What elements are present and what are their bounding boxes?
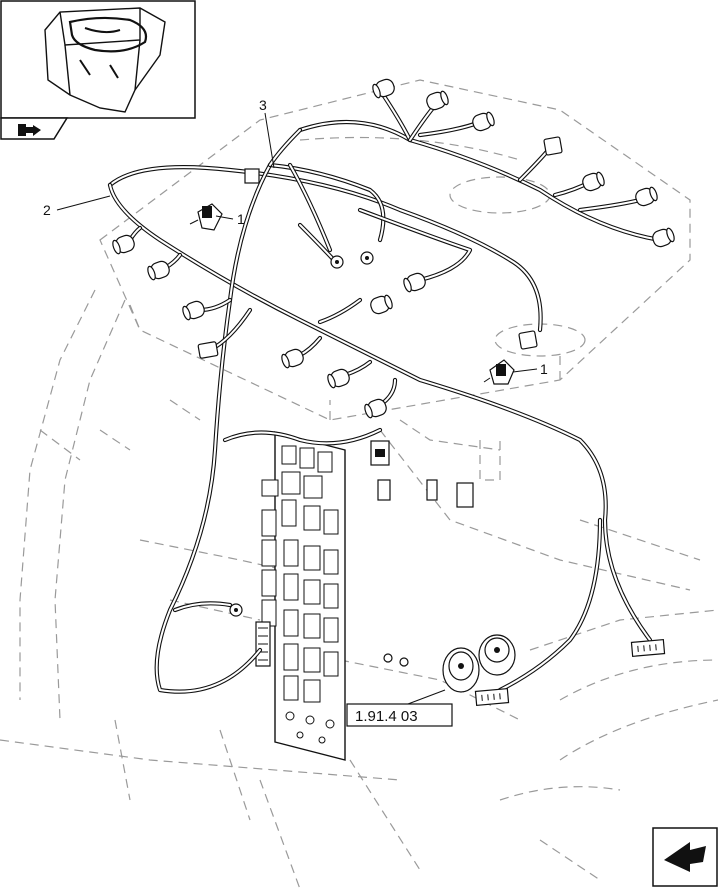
callout-item-1-lower: 1: [540, 361, 548, 377]
callout-item-1-upper: 1: [237, 211, 245, 227]
callout-item-2: 2: [43, 202, 51, 218]
callout-item-3: 3: [259, 97, 267, 113]
previous-page-arrow-icon[interactable]: [0, 117, 69, 140]
reference-label: 1.91.4 03: [355, 708, 418, 725]
reference-box[interactable]: 1.91.4 03: [346, 703, 453, 727]
cab-frame-outline: [0, 79, 718, 889]
switch-lower[interactable]: [483, 359, 515, 385]
cab-overview-thumbnail[interactable]: [0, 0, 196, 119]
fuse-relay-board: [255, 431, 346, 761]
switch-upper[interactable]: [189, 203, 223, 231]
ground-terminals: [229, 222, 409, 667]
connectors[interactable]: [111, 77, 676, 707]
next-page-arrow-icon[interactable]: [652, 827, 718, 887]
cab-harness[interactable]: [107, 87, 663, 694]
round-sockets: [442, 634, 516, 693]
